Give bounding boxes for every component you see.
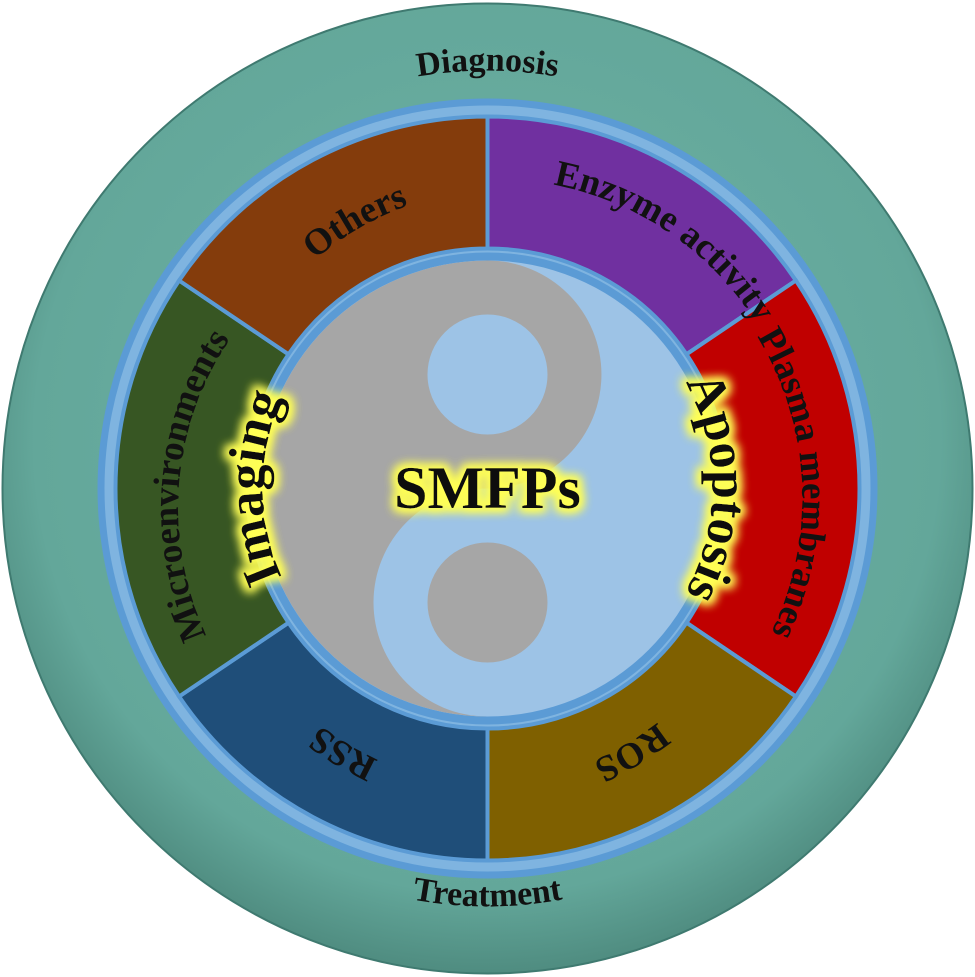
segments-ring (113, 114, 862, 863)
treatment-label: Treatment (411, 871, 565, 915)
center-title: SMFPs (394, 455, 581, 521)
segment-others (176, 114, 490, 358)
diagnosis-label: Diagnosis (414, 42, 562, 85)
yin-yang (259, 260, 716, 717)
segment-plasma (683, 277, 862, 700)
segment-micro (113, 277, 292, 700)
